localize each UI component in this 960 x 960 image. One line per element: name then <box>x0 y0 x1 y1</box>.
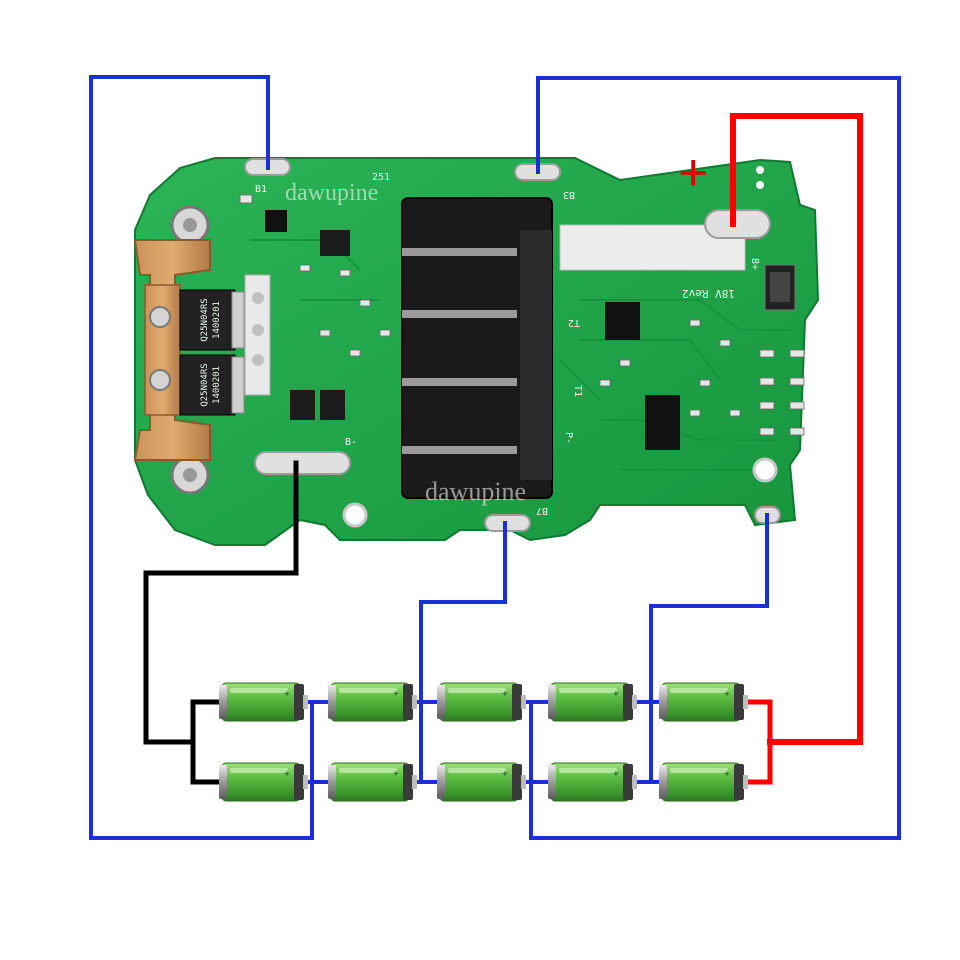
watermark-bottom: dawupine <box>425 477 526 506</box>
busbar-plate <box>144 284 181 416</box>
battery-cell: + <box>219 682 308 722</box>
negative-bus <box>190 699 225 785</box>
mosfet-top-marking-1: Q25N04RS <box>200 298 210 341</box>
battery-cell: + <box>328 762 417 802</box>
balance-wire-b3 <box>529 76 901 840</box>
pad-b-plus <box>704 209 771 239</box>
label-b-plus: B+ <box>749 258 760 270</box>
label-code-251: 251 <box>372 172 390 183</box>
main-connector <box>401 197 553 499</box>
balance-wire-b1 <box>89 75 314 840</box>
battery-cell: + <box>548 682 637 722</box>
mosfet-top-marking-2: 1400201 <box>212 301 222 339</box>
cell-plus-mark: + <box>393 689 399 700</box>
balance-wire-b7 <box>419 521 507 784</box>
pcb-board: Q25N04RS 1400201 Q25N04RS 1400201 <box>133 157 820 546</box>
negative-wire <box>143 460 299 745</box>
label-b7: B7 <box>536 505 548 516</box>
mosfet-bottom-marking-1: Q25N04RS <box>200 363 210 406</box>
cell-plus-mark: + <box>502 769 508 780</box>
battery-pack: + + + + + + + + + + <box>219 682 748 802</box>
cell-plus-mark: + <box>284 769 290 780</box>
cell-plus-mark: + <box>502 689 508 700</box>
battery-cell: + <box>437 682 526 722</box>
battery-cell: + <box>548 762 637 802</box>
label-t1: T1 <box>572 385 583 397</box>
cell-plus-mark: + <box>613 769 619 780</box>
cell-plus-mark: + <box>393 769 399 780</box>
battery-cell: + <box>659 682 748 722</box>
label-t2: T2 <box>568 317 580 328</box>
battery-cell: + <box>659 762 748 802</box>
pad-b-minus <box>254 451 351 475</box>
label-b3: B3 <box>563 189 575 200</box>
label-p-minus: P- <box>563 432 574 444</box>
battery-cell: + <box>437 762 526 802</box>
label-b1: B1 <box>255 184 267 195</box>
cell-plus-mark: + <box>284 689 290 700</box>
balance-wire-b9 <box>649 513 769 784</box>
wires <box>89 75 901 840</box>
positive-bus <box>739 699 773 785</box>
smd-components <box>239 194 805 450</box>
mosfet-top <box>179 289 236 351</box>
pad-b7 <box>484 514 531 532</box>
cell-plus-mark: + <box>724 689 730 700</box>
mosfet-bottom-marking-2: 1400201 <box>212 366 222 404</box>
watermark-top: dawupine <box>285 180 378 206</box>
positive-wire <box>730 113 863 745</box>
cell-plus-mark: + <box>613 689 619 700</box>
battery-cell: + <box>328 682 417 722</box>
plus-sign: + <box>678 144 708 202</box>
battery-cell: + <box>219 762 308 802</box>
cell-plus-mark: + <box>724 769 730 780</box>
label-rev: 18V Rev2 <box>682 287 735 300</box>
power-section: Q25N04RS 1400201 Q25N04RS 1400201 <box>133 239 271 461</box>
label-b-minus: B- <box>345 437 357 448</box>
